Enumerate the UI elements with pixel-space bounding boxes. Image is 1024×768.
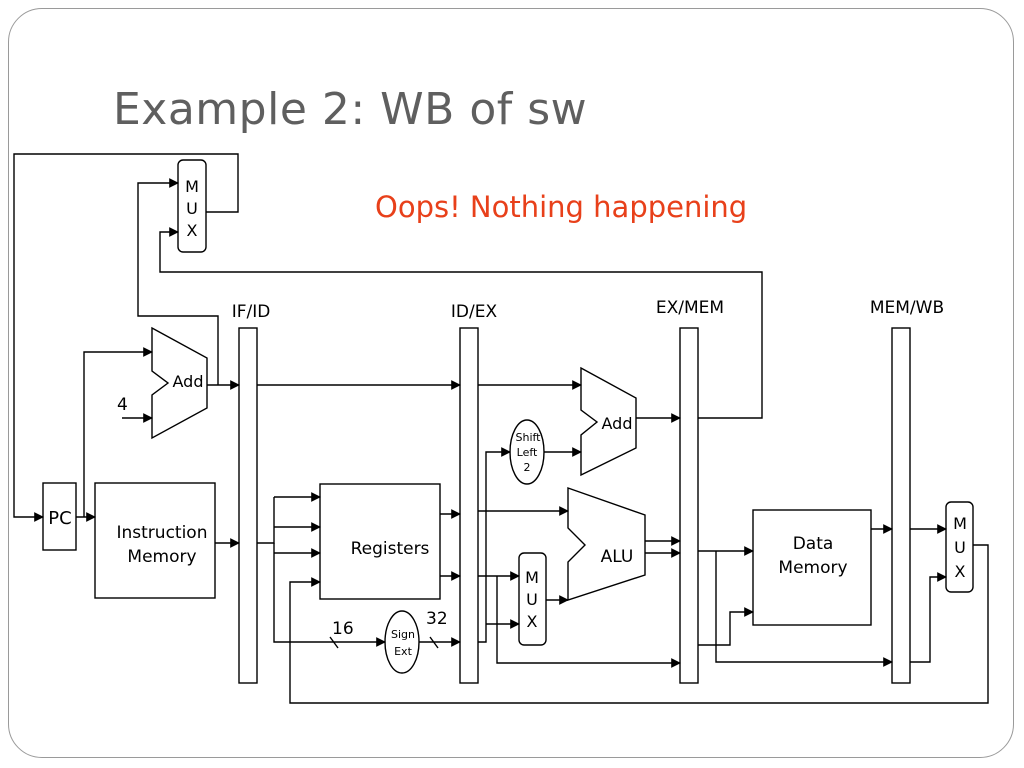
if-id-register bbox=[238, 327, 258, 684]
mem-wb-label: MEM/WB bbox=[870, 298, 944, 318]
wire-write-data-to-dmem bbox=[698, 607, 754, 646]
data-memory-label-line1: Data bbox=[793, 534, 834, 554]
wire-memwb-alu-to-mux bbox=[910, 572, 947, 663]
registers-label: Registers bbox=[351, 539, 430, 559]
mem-wb-register bbox=[891, 327, 911, 684]
id-ex-label: ID/EX bbox=[451, 302, 498, 322]
shift-left-label-line2: Left bbox=[517, 446, 538, 459]
sign-ext-label-line2: Ext bbox=[394, 645, 412, 658]
id-ex-register bbox=[459, 327, 479, 684]
top-mux: M U X bbox=[177, 159, 207, 253]
data-memory-label-line2: Memory bbox=[778, 558, 847, 578]
top-mux-letter-x: X bbox=[187, 221, 198, 240]
wire-branch-to-mux bbox=[159, 227, 763, 419]
pc-label: PC bbox=[48, 508, 71, 529]
sign-ext-label-line1: Sign bbox=[391, 628, 415, 641]
alu-mux-letter-m: M bbox=[525, 568, 539, 587]
top-mux-letter-m: M bbox=[185, 177, 199, 196]
wb-mux-letter-u: U bbox=[954, 538, 966, 557]
wire-imm-to-shift bbox=[478, 447, 511, 643]
slide-title: Example 2: WB of sw bbox=[113, 84, 588, 135]
wb-mux-letter-m: M bbox=[953, 514, 967, 533]
bus-slash-16 bbox=[329, 636, 339, 649]
if-id-label: IF/ID bbox=[232, 302, 271, 322]
branch-adder-label: Add bbox=[602, 414, 633, 433]
register-file: Registers bbox=[319, 483, 441, 600]
wire-mux-to-pc bbox=[13, 153, 239, 522]
ex-mem-label: EX/MEM bbox=[656, 298, 724, 318]
wire-store-data-to-exmem bbox=[496, 576, 681, 668]
pc-register: PC bbox=[42, 482, 77, 551]
ex-mem-register bbox=[679, 327, 699, 684]
shift-left-label-line3: 2 bbox=[524, 461, 531, 474]
wb-mux-letter-x: X bbox=[955, 562, 966, 581]
pc-adder-label: Add bbox=[173, 372, 204, 391]
alu: ALU bbox=[567, 487, 646, 601]
wires bbox=[13, 153, 989, 704]
shift-left-label-line1: Shift bbox=[515, 431, 541, 444]
bus-slash-32 bbox=[429, 636, 439, 649]
data-memory: Data Memory bbox=[752, 509, 872, 626]
writeback-mux: M U X bbox=[945, 501, 974, 593]
alu-mux-letter-x: X bbox=[527, 612, 538, 631]
alu-mux: M U X bbox=[518, 552, 547, 646]
top-mux-letter-u: U bbox=[186, 199, 198, 218]
sign-extend: Sign Ext bbox=[384, 610, 420, 674]
pc-adder: Add bbox=[151, 326, 208, 440]
wire-pc-to-adder bbox=[83, 347, 153, 517]
alu-label: ALU bbox=[601, 547, 634, 567]
annotation-text: Oops! Nothing happening bbox=[375, 190, 748, 224]
wire-alu-result-to-memwb bbox=[715, 551, 893, 667]
wire-adder-to-mux bbox=[137, 178, 219, 385]
branch-adder: Add bbox=[580, 366, 637, 477]
instruction-memory: Instruction Memory bbox=[94, 482, 216, 599]
instruction-memory-label-line2: Memory bbox=[127, 547, 196, 567]
bits-in-label: 16 bbox=[332, 619, 354, 639]
instruction-memory-label-line1: Instruction bbox=[117, 523, 208, 543]
wire-writeback-to-regs bbox=[289, 544, 989, 704]
wire-instruction-bus bbox=[257, 497, 275, 544]
shift-left-2: Shift Left 2 bbox=[509, 419, 545, 485]
wire-imm-to-signext bbox=[273, 543, 386, 647]
bits-out-label: 32 bbox=[426, 609, 448, 629]
constant-four: 4 bbox=[117, 395, 128, 415]
alu-mux-letter-u: U bbox=[526, 590, 538, 609]
